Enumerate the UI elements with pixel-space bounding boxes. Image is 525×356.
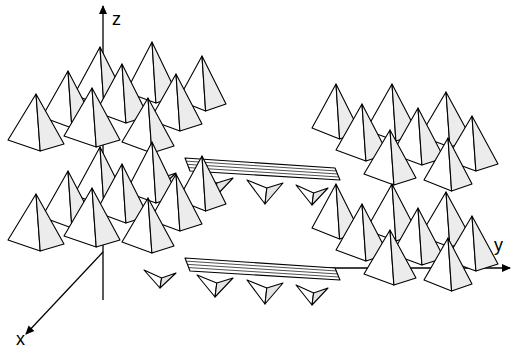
inverted-tetrahedron-face (296, 285, 314, 305)
inverted-tetrahedron-face (312, 288, 328, 305)
inverted-tetrahedron-face (296, 185, 314, 205)
axis-label: z (112, 10, 121, 28)
tetrahedron-face (176, 74, 202, 131)
tetrahedron-face (390, 230, 416, 285)
inverted-tetrahedron-face (197, 275, 217, 297)
inverted-tetrahedron-face (265, 183, 283, 204)
tetrahedron-face (202, 156, 226, 211)
tetrahedron-face (336, 104, 366, 161)
tetrahedron-face (364, 130, 394, 185)
tetrahedron-face (92, 188, 120, 247)
inverted-tetrahedron-face (160, 273, 176, 288)
sheet-plane (185, 258, 340, 280)
axis-label: x (16, 330, 25, 348)
inverted-tetrahedron-face (247, 180, 267, 204)
tetrahedron-face (122, 98, 152, 153)
tetrahedron-face (64, 188, 96, 247)
tetrahedron-face (472, 116, 498, 171)
tetrahedron-face (176, 174, 202, 231)
inverted-tetrahedron-face (247, 280, 267, 304)
tetrahedron-face (148, 198, 174, 253)
tetrahedron-face (8, 194, 40, 251)
tetrahedron-face (36, 94, 64, 151)
tetrahedron-face (364, 230, 394, 285)
inverted-tetrahedron-face (215, 278, 233, 297)
tetrahedron-face (92, 88, 120, 147)
tetrahedron-face (36, 194, 64, 251)
tetrahedron-face (64, 88, 96, 147)
sheet-edge (189, 268, 339, 277)
tetrahedron-face (122, 198, 152, 253)
tetrahedron-face (424, 238, 452, 291)
inverted-tetrahedron-face (265, 283, 283, 304)
axis-label: y (494, 236, 503, 254)
tetrahedron-face (448, 138, 472, 191)
tetrahedron-face (336, 204, 366, 261)
tetrahedron-face (312, 184, 340, 239)
tetrahedron-face (424, 138, 452, 191)
tetrahedron-face (312, 84, 340, 139)
x-axis (26, 252, 103, 334)
tetrahedron-face (8, 94, 40, 151)
tetrahedron-face (448, 238, 472, 291)
tetrahedron-face (390, 130, 416, 185)
inverted-tetrahedron-face (144, 270, 162, 288)
tetrahedron-face (202, 56, 226, 111)
